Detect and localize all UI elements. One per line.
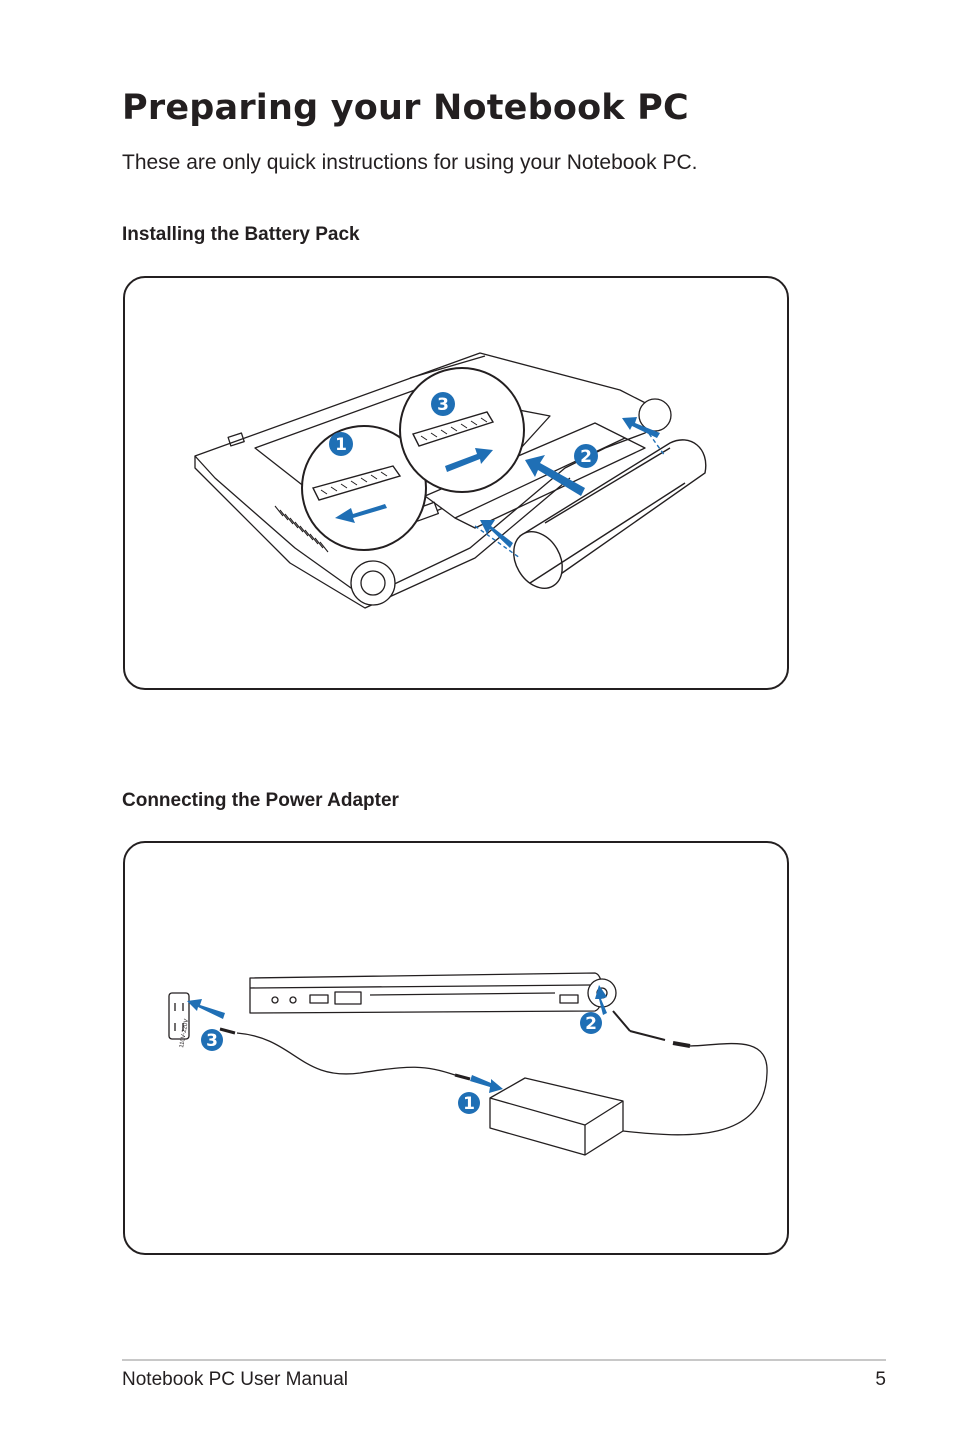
- step-badge-3-power: [201, 1029, 223, 1051]
- step-number-2: 2: [585, 1014, 597, 1034]
- power-adapter-illustration: 110V-220V 3 1 2: [123, 841, 789, 1255]
- section-heading-power-adapter: Connecting the Power Adapter: [122, 790, 399, 811]
- battery-install-diagram: 1 3 2: [194, 352, 707, 609]
- step-number-2: 2: [580, 447, 592, 467]
- step-badge-3-battery: [431, 392, 455, 416]
- step-badge-1-power: [458, 1092, 480, 1114]
- battery-illustration: 1 3 2: [123, 276, 789, 690]
- footer-divider: [122, 1359, 886, 1361]
- footer-manual-name: Notebook PC User Manual: [122, 1369, 348, 1390]
- step-badge-2-power: [580, 1012, 602, 1034]
- outlet-voltage-label: 110V-220V: [179, 1018, 190, 1048]
- intro-text: These are only quick instructions for us…: [122, 151, 698, 174]
- page-number: 5: [875, 1369, 886, 1390]
- power-adapter-diagram: 110V-220V 3 1 2: [168, 972, 768, 1156]
- step-number-3: 3: [437, 395, 449, 415]
- step-number-3: 3: [206, 1031, 218, 1051]
- step-number-1: 1: [335, 435, 347, 455]
- step-badge-1-battery: [329, 432, 353, 456]
- section-heading-battery: Installing the Battery Pack: [122, 224, 360, 245]
- step-number-1: 1: [463, 1094, 475, 1114]
- step-badge-2-battery: [574, 444, 598, 468]
- page-title: Preparing your Notebook PC: [122, 88, 689, 128]
